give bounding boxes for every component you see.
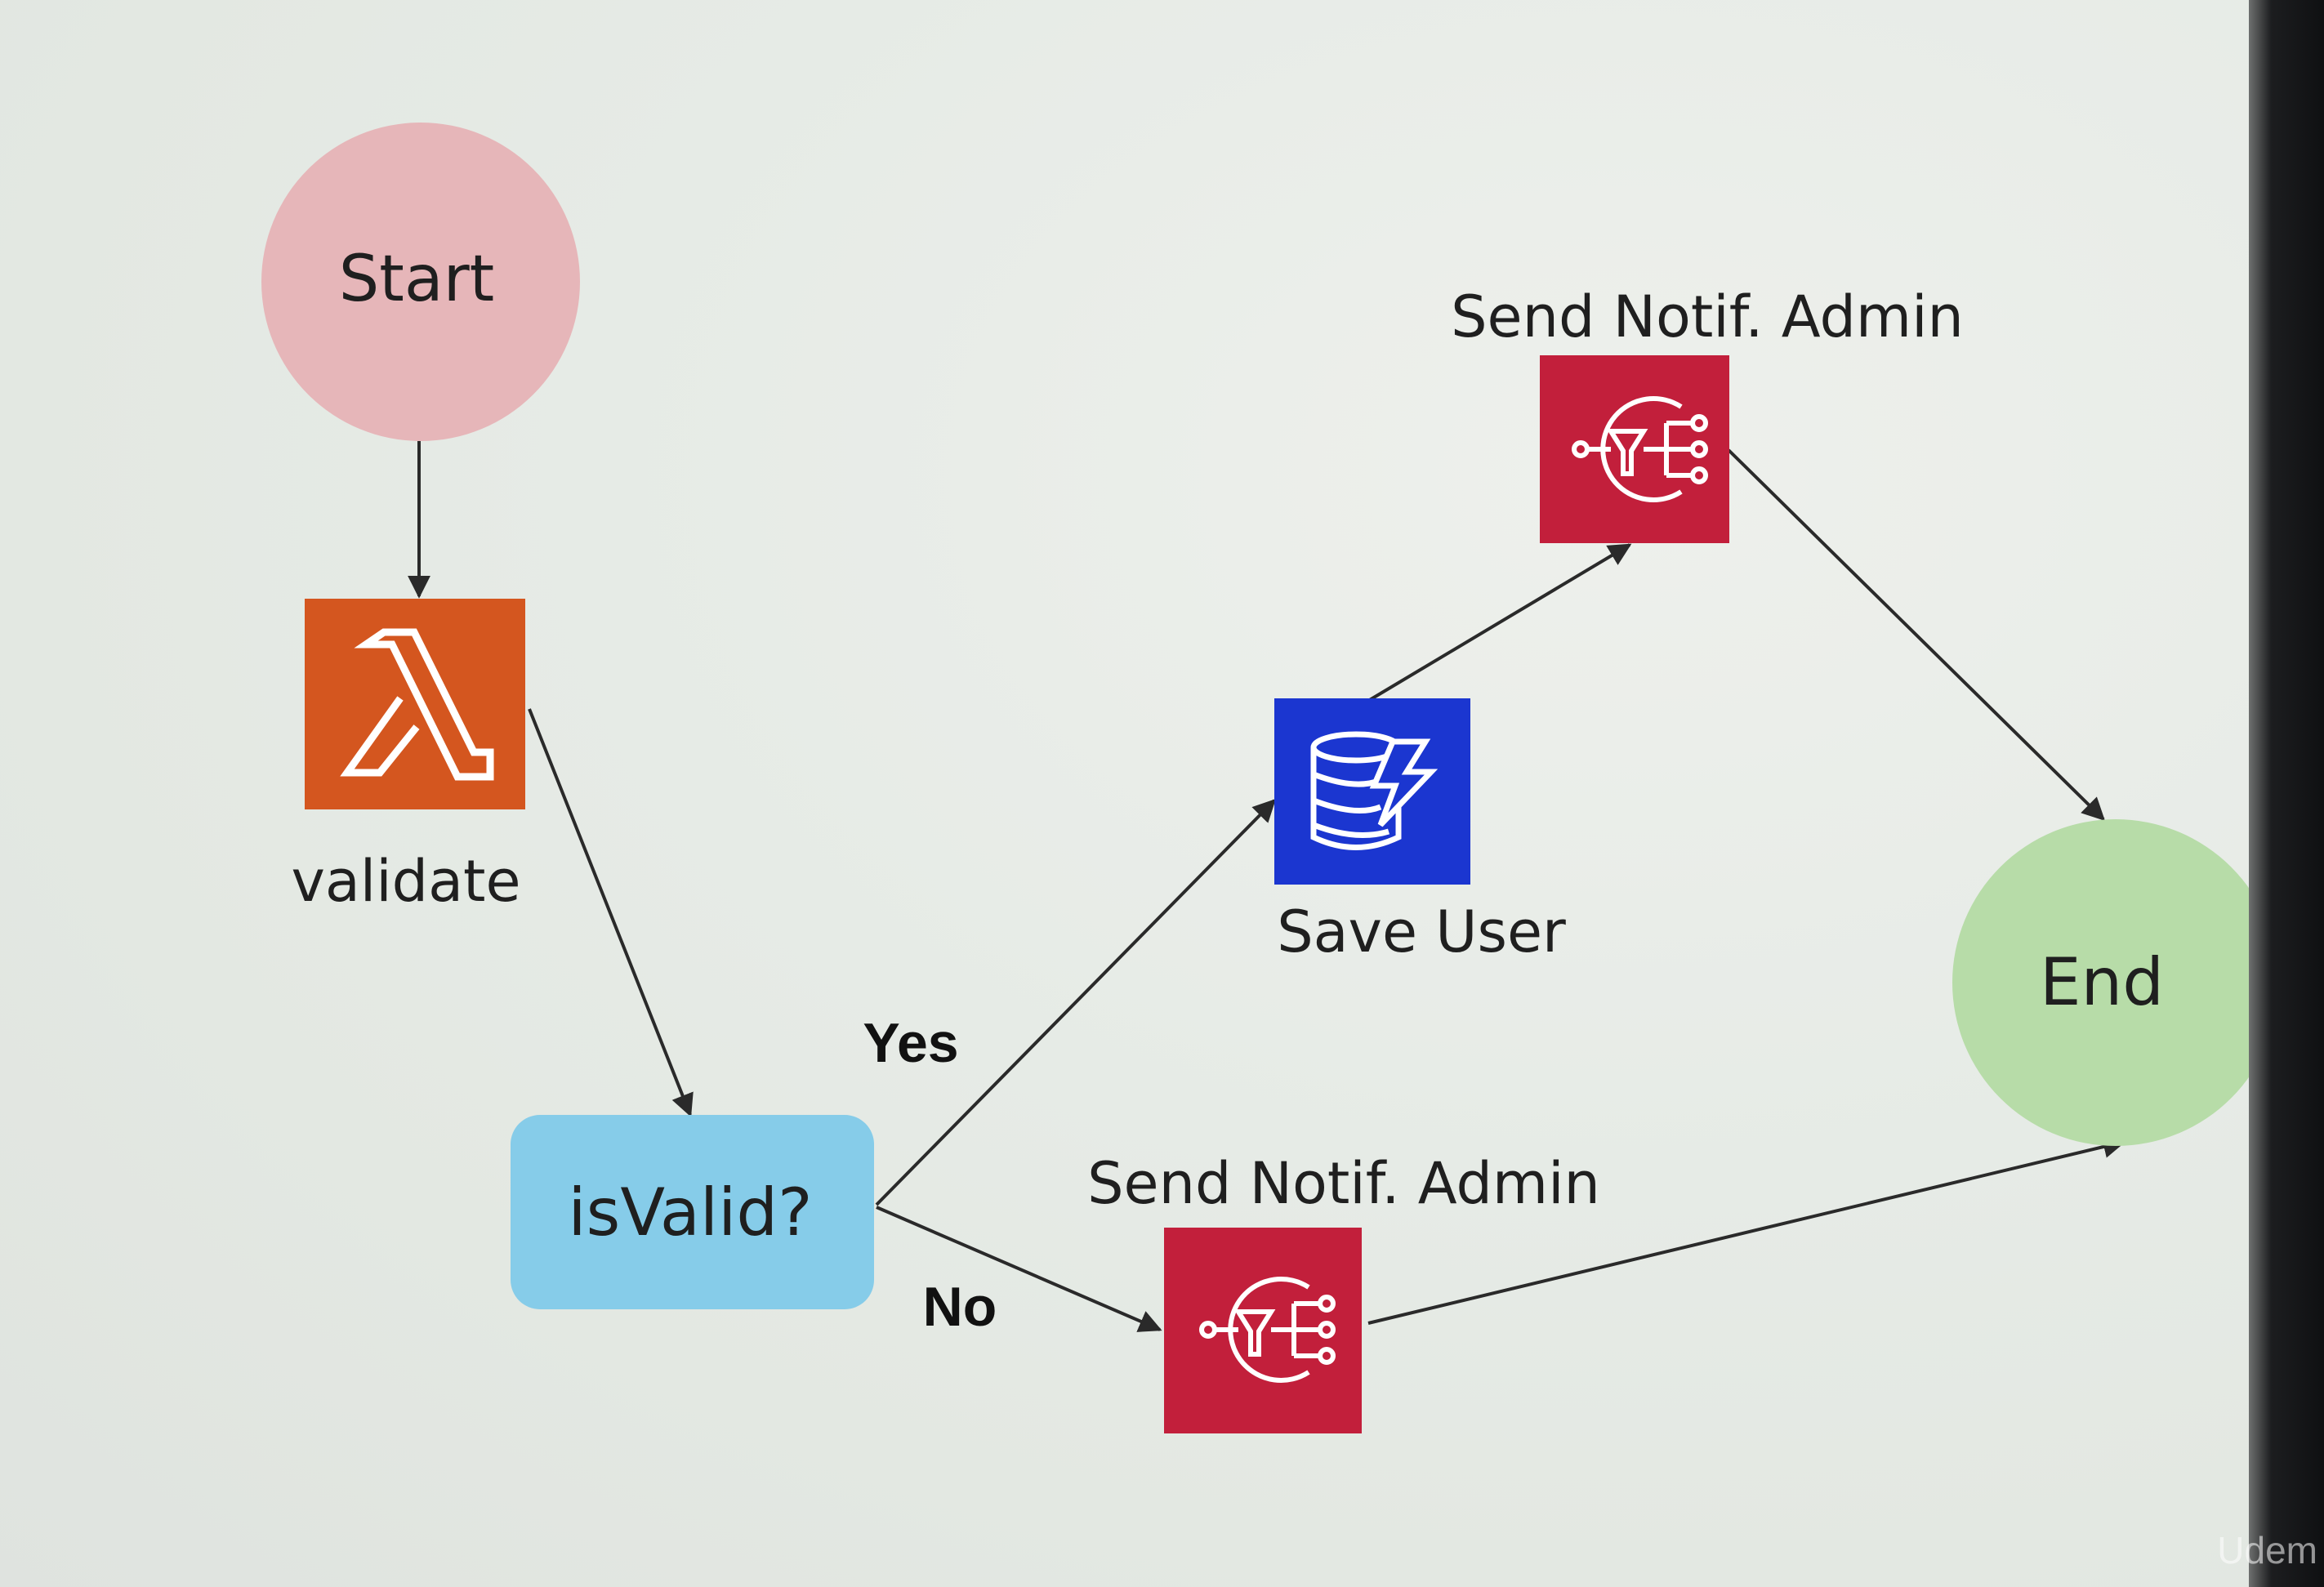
send-notif-admin-top-node[interactable]: Send Notif. Admin <box>1451 283 1964 543</box>
start-node[interactable]: Start <box>261 123 580 441</box>
start-label: Start <box>339 243 495 316</box>
edges <box>408 433 2126 1332</box>
watermark: Udem <box>2217 1529 2317 1571</box>
dynamodb-icon <box>1310 731 1439 850</box>
validate-node[interactable]: validate <box>291 599 525 915</box>
send-notif-admin-bottom-label: Send Notif. Admin <box>1087 1150 1600 1217</box>
no-edge-label: No <box>923 1276 997 1338</box>
end-label: End <box>2040 944 2164 1020</box>
edge-isvalid-to-send-notif-bottom <box>876 1206 1162 1332</box>
lambda-icon <box>340 628 494 781</box>
sns-icon <box>1199 1277 1336 1383</box>
monitor-bezel <box>2249 0 2324 1587</box>
end-node[interactable]: End <box>1952 819 2279 1146</box>
yes-edge-label: Yes <box>863 1012 958 1074</box>
edge-send-notif-bottom-to-end <box>1367 1135 2126 1325</box>
sns-icon <box>1572 396 1708 502</box>
edge-send-notif-top-to-end <box>1727 448 2105 821</box>
save-user-node[interactable]: Save User <box>1274 698 1566 965</box>
is-valid-label: isValid? <box>568 1175 812 1250</box>
edge-validate-to-isvalid <box>528 708 694 1117</box>
is-valid-node[interactable]: isValid? <box>511 1115 874 1309</box>
send-notif-admin-top-label: Send Notif. Admin <box>1451 283 1964 350</box>
send-notif-admin-bottom-node[interactable]: Send Notif. Admin <box>1087 1150 1600 1433</box>
save-user-label: Save User <box>1277 898 1566 965</box>
edge-save-user-to-send-notif-top <box>1367 543 1632 702</box>
edge-isvalid-to-save-user <box>875 799 1276 1206</box>
validate-label: validate <box>291 848 520 915</box>
